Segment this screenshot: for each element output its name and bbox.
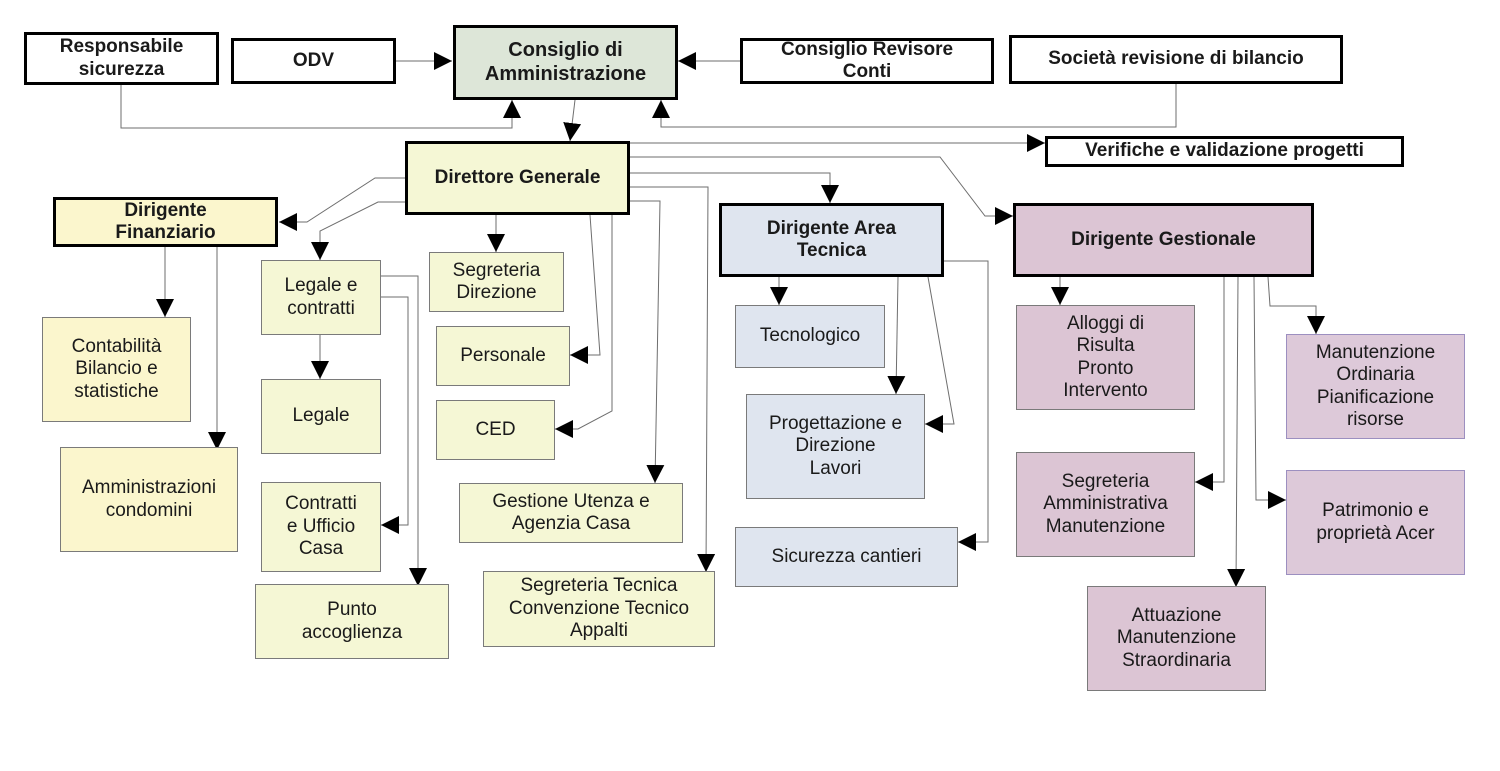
node-responsabile-sicurezza: Responsabile sicurezza	[24, 32, 219, 85]
edge-legale-contratti-to-punto	[381, 275, 427, 586]
node-societa-revisione: Società revisione di bilancio	[1009, 35, 1343, 84]
node-manutenzione-ordinaria: Manutenzione Ordinaria Pianificazione ri…	[1286, 334, 1465, 439]
node-personale: Personale	[436, 326, 570, 386]
node-verifiche: Verifiche e validazione progetti	[1045, 136, 1404, 167]
edge-direttore-to-gestione-utenza	[630, 200, 665, 484]
node-contratti-ufficio-casa: Contratti e Ufficio Casa	[261, 482, 381, 572]
edge-gestionale-to-patrimonio	[1253, 276, 1286, 509]
edge-tecnico-to-sicurezza	[944, 260, 989, 551]
node-patrimonio: Patrimonio e proprietà Acer	[1286, 470, 1465, 575]
edge-tecnico-to-progettazione-2	[925, 276, 955, 433]
node-odv: ODV	[231, 38, 396, 84]
edge-legale-contratti-to-contratti-casa	[381, 296, 409, 534]
edge-gestionale-to-manutenzione	[1267, 276, 1325, 334]
node-legale-contratti: Legale e contratti	[261, 260, 381, 335]
node-dirigente-tecnico: Dirigente Area Tecnica	[719, 203, 944, 277]
node-progettazione: Progettazione e Direzione Lavori	[746, 394, 925, 499]
edge-direttore-to-gestionale	[630, 156, 1013, 225]
edge-tecnico-to-progettazione	[887, 276, 906, 395]
node-segreteria-tecnica: Segreteria Tecnica Convenzione Tecnico A…	[483, 571, 715, 647]
edge-direttore-to-segreteria-tecnica	[630, 186, 716, 573]
edge-direttore-to-personale	[570, 214, 601, 364]
node-contabilita: Contabilità Bilancio e statistiche	[42, 317, 191, 422]
node-dirigente-gestionale: Dirigente Gestionale	[1013, 203, 1314, 277]
node-amministrazioni-condomini: Amministrazioni condomini	[60, 447, 238, 552]
edge-board-to-direttore	[563, 99, 582, 142]
node-dirigente-finanziario: Dirigente Finanziario	[53, 197, 278, 247]
node-tecnologico: Tecnologico	[735, 305, 885, 368]
node-attuazione: Attuazione Manutenzione Straordinaria	[1087, 586, 1266, 691]
node-segreteria-direzione: Segreteria Direzione	[429, 252, 564, 312]
node-segreteria-amministrativa: Segreteria Amministrativa Manutenzione	[1016, 452, 1195, 557]
node-consiglio-amministrazione: Consiglio di Amministrazione	[453, 25, 678, 100]
node-punto-accoglienza: Punto accoglienza	[255, 584, 449, 659]
node-gestione-utenza: Gestione Utenza e Agenzia Casa	[459, 483, 683, 543]
node-ced: CED	[436, 400, 555, 460]
node-direttore-generale: Direttore Generale	[405, 141, 630, 215]
edge-societa-to-board	[652, 84, 1177, 128]
node-sicurezza-cantieri: Sicurezza cantieri	[735, 527, 958, 587]
edge-direttore-to-legale-contratti	[311, 201, 405, 260]
edge-responsabile-to-board	[120, 84, 521, 129]
node-alloggi: Alloggi di Risulta Pronto Intervento	[1016, 305, 1195, 410]
node-legale: Legale	[261, 379, 381, 454]
edge-direttore-to-ced	[555, 215, 613, 438]
edge-gestionale-to-segreteria-amm	[1195, 277, 1225, 491]
edge-gestionale-to-attuazione	[1227, 276, 1246, 588]
edge-direttore-to-tecnico	[630, 172, 839, 203]
edge-direttore-to-finanziario	[279, 177, 405, 231]
node-consiglio-revisore: Consiglio Revisore Conti	[740, 38, 994, 84]
